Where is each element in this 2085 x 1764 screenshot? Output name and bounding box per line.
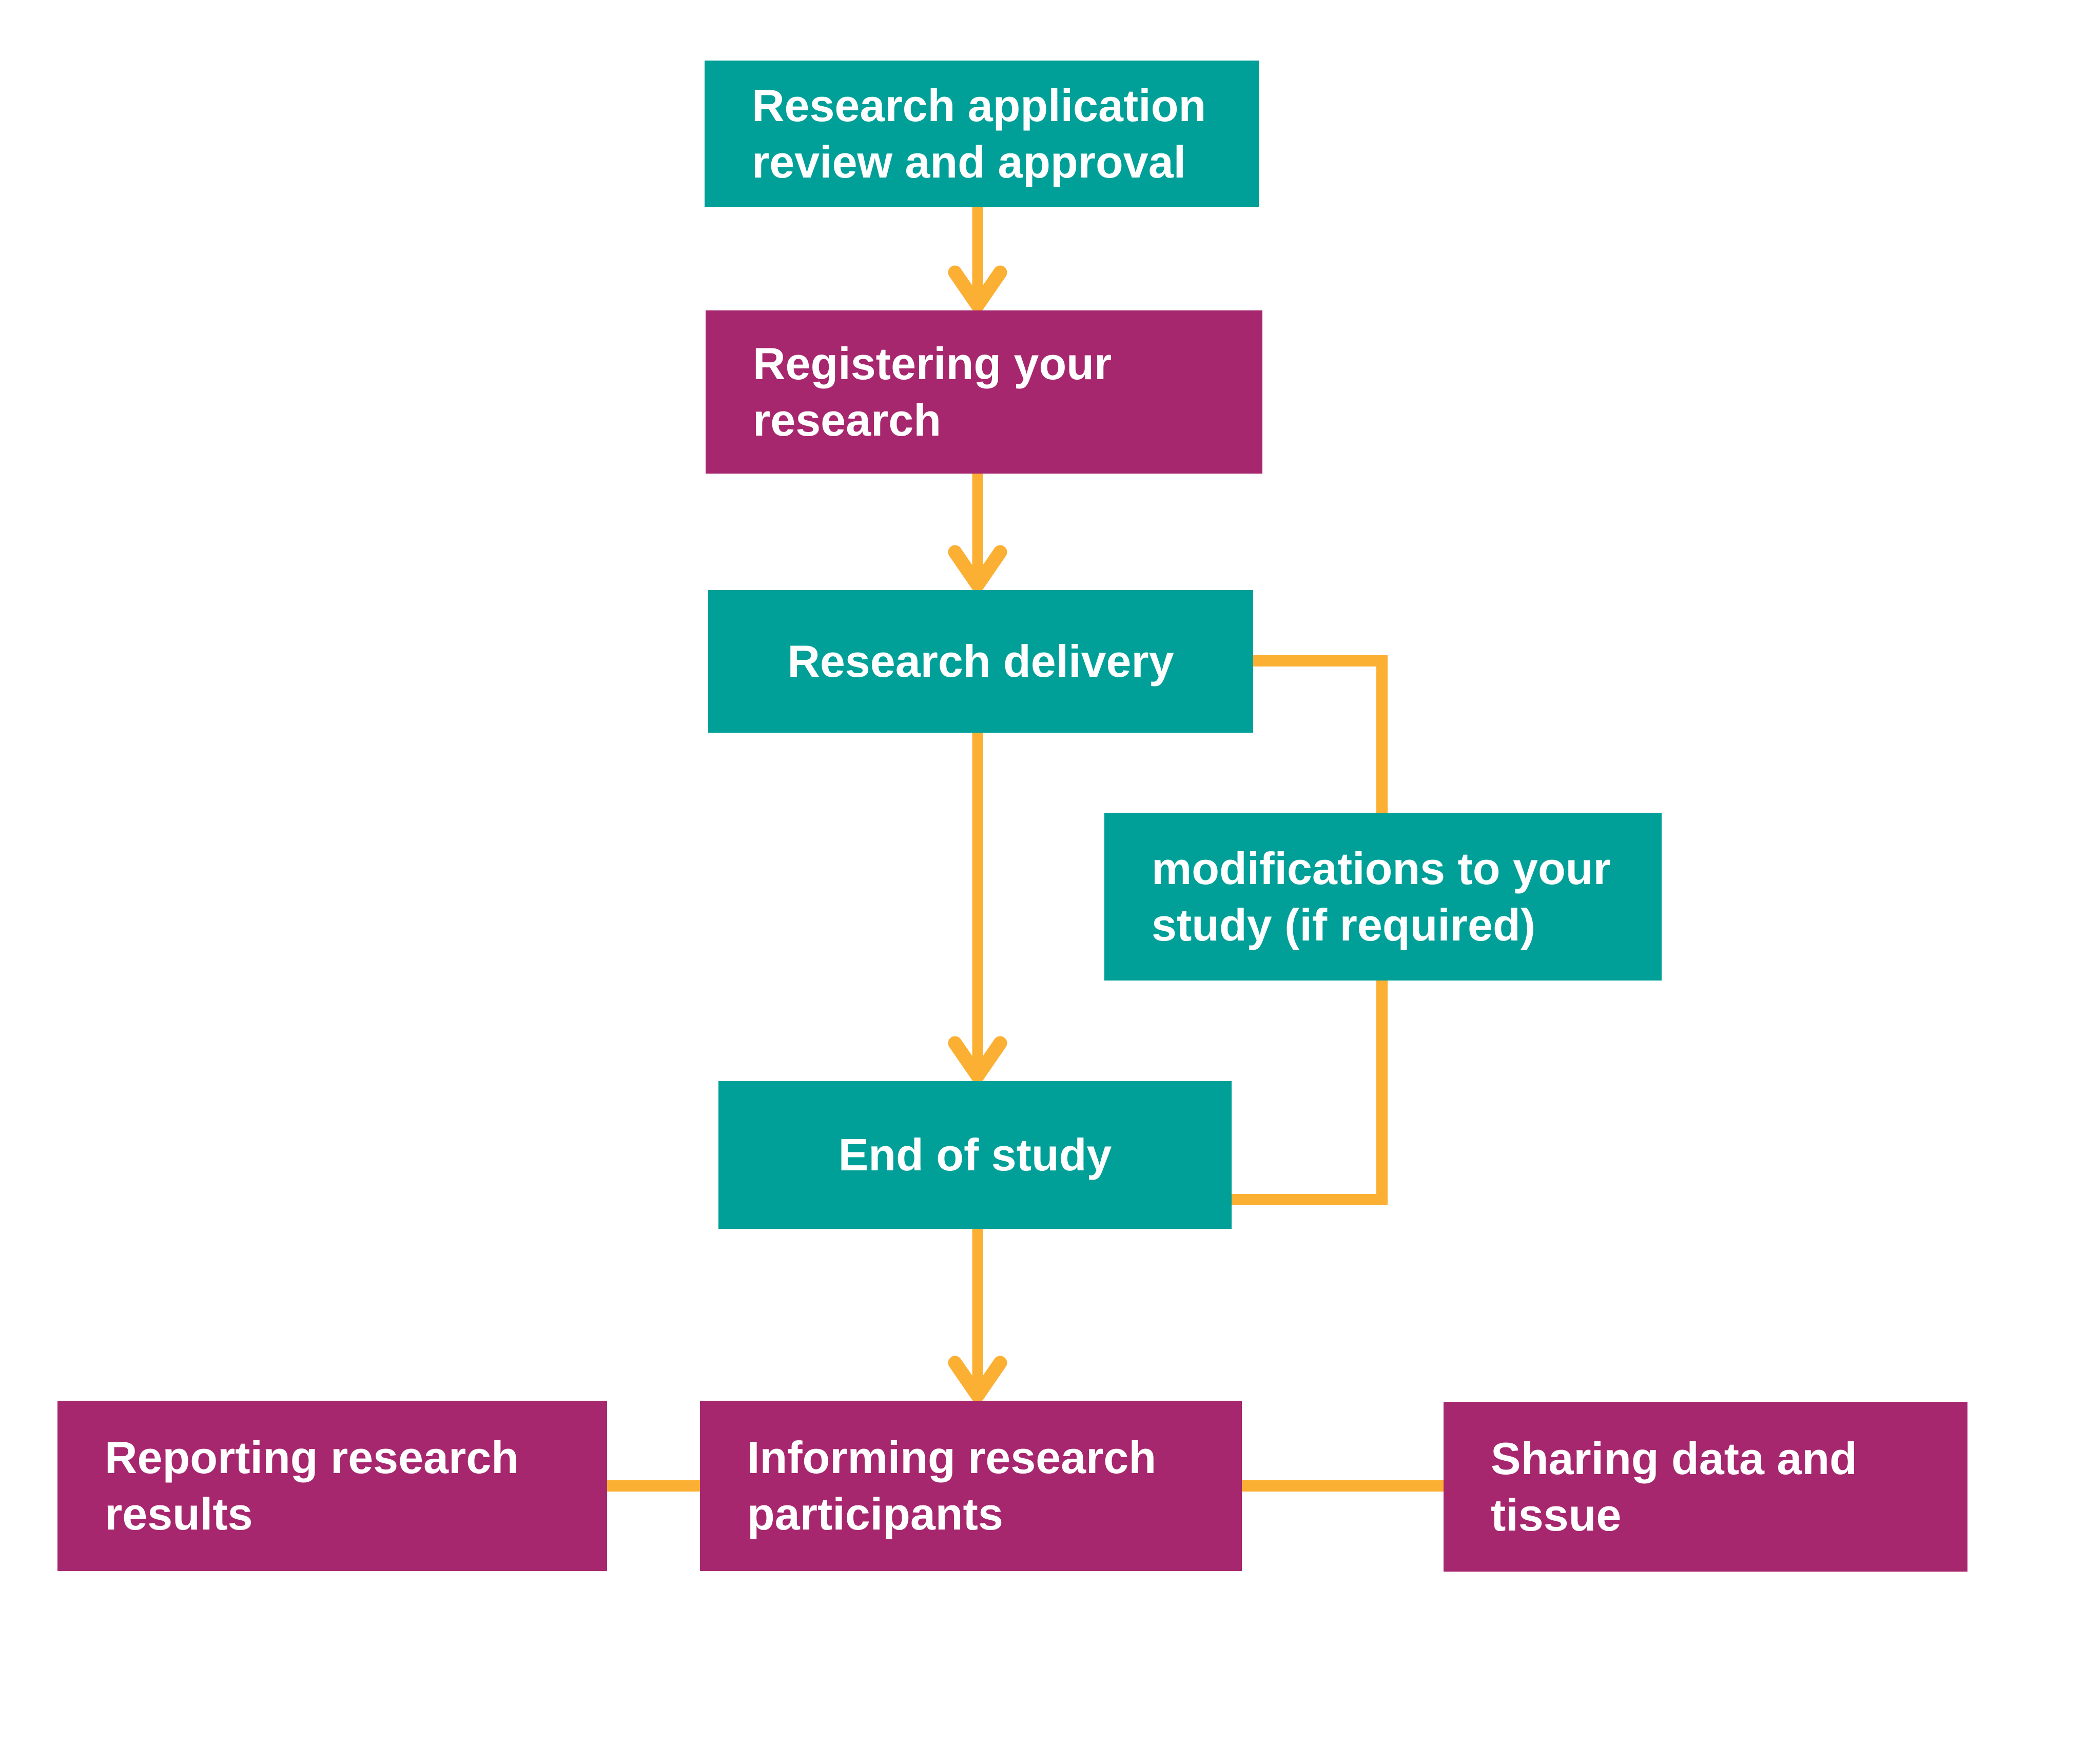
node-end-of-study: End of study (718, 1081, 1232, 1229)
connector-modifications-to-endofstudy-horizontal (1232, 1194, 1388, 1205)
node-registering-your-research: Registering your research (706, 310, 1262, 474)
arrow-down-icon (948, 474, 1007, 592)
node-label-line: participants (747, 1488, 1003, 1539)
node-label-line: Registering your (753, 338, 1112, 389)
arrow-down-icon (948, 733, 1007, 1083)
node-label-line: Research delivery (787, 636, 1174, 687)
node-modifications-to-your-study: modifications to your study (if required… (1104, 813, 1662, 981)
node-label-line: study (if required) (1152, 899, 1536, 950)
arrow-down-icon (948, 204, 1007, 312)
node-label-line: results (105, 1488, 253, 1539)
node-label-line: Reporting research (105, 1432, 519, 1483)
node-label-line: research (753, 395, 941, 445)
node-label-line: review and approval (752, 136, 1186, 187)
node-label-line: End of study (838, 1129, 1112, 1180)
connector-informing-to-sharing (1242, 1480, 1444, 1492)
node-reporting-research-results: Reporting research results (57, 1401, 607, 1571)
connector-delivery-to-modifications-horizontal (1253, 655, 1388, 667)
connector-informing-to-reporting (607, 1480, 700, 1492)
node-label-line: Research application (752, 80, 1206, 131)
node-label-line: modifications to your (1152, 842, 1611, 894)
arrow-down-icon (948, 1229, 1007, 1403)
node-label-line: Sharing data and (1491, 1433, 1857, 1484)
node-label-line: tissue (1491, 1489, 1622, 1540)
node-research-delivery: Research delivery (708, 590, 1253, 733)
node-sharing-data-and-tissue: Sharing data and tissue (1444, 1402, 1967, 1572)
node-label-line: Informing research (747, 1432, 1157, 1483)
node-informing-research-participants: Informing research participants (700, 1401, 1242, 1571)
node-research-application-review-and-approval: Research application review and approval (705, 61, 1259, 207)
